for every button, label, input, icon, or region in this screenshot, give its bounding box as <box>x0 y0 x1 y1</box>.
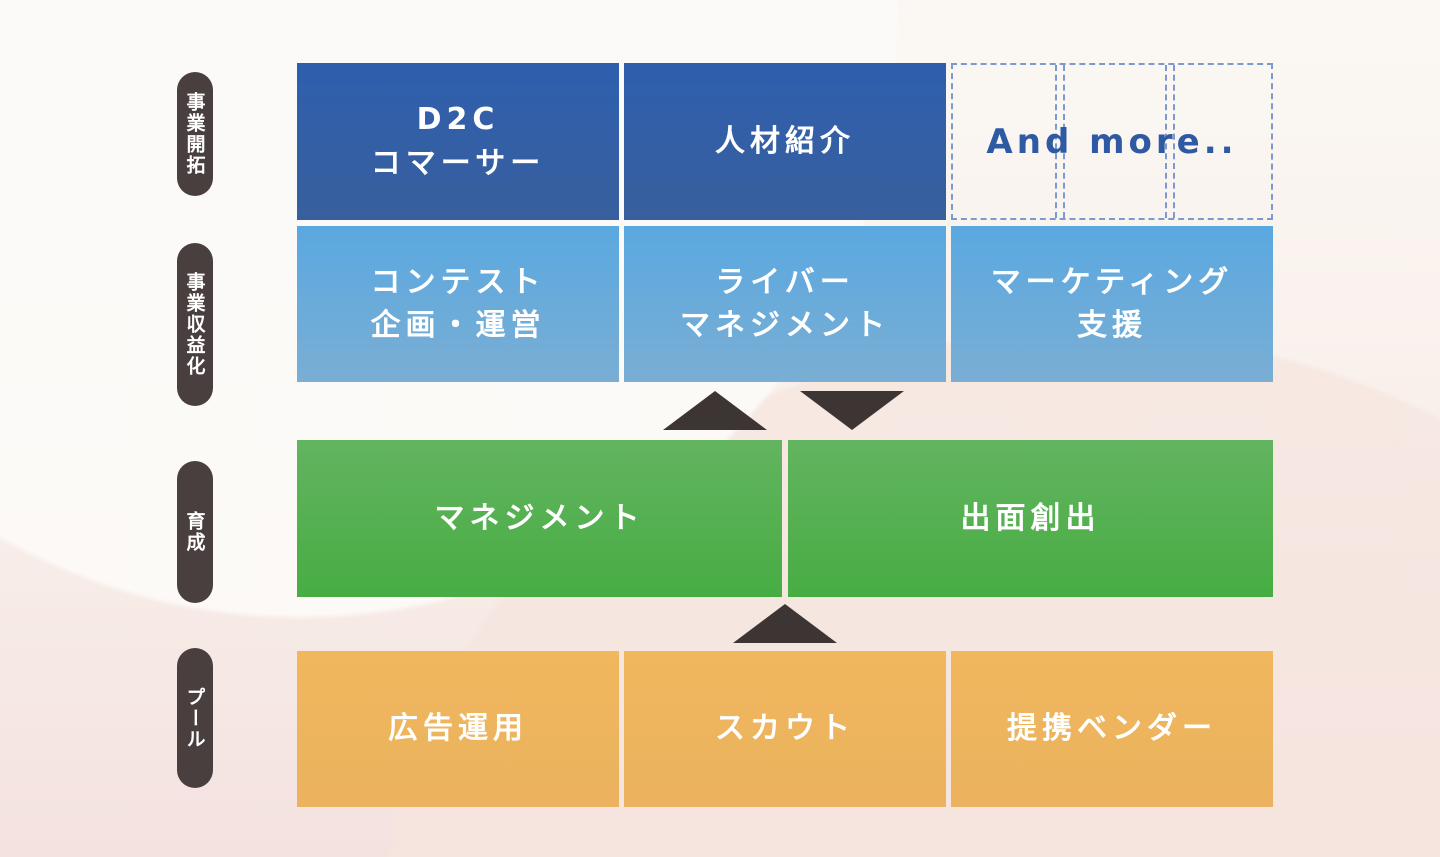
box-management: マネジメント <box>297 440 782 597</box>
arrow-up-icon <box>663 391 767 430</box>
label-monetization: 事業収益化 <box>177 243 213 406</box>
box-liver-management: ライバー マネジメント <box>624 226 946 382</box>
label-business-development: 事業開拓 <box>177 72 213 196</box>
box-marketing-support: マーケティング 支援 <box>951 226 1273 382</box>
arrow-up-icon <box>733 604 837 643</box>
box-ad-operation: 広告運用 <box>297 651 619 807</box>
dashed-divider <box>1165 65 1175 218</box>
box-partner-vendors: 提携ベンダー <box>951 651 1273 807</box>
arrow-down-icon <box>800 391 904 430</box>
box-scout: スカウト <box>624 651 946 807</box>
box-appearance-creation: 出面創出 <box>788 440 1273 597</box>
dashed-divider <box>1055 65 1065 218</box>
label-training: 育成 <box>177 461 213 603</box>
box-d2c-commerce: D2C コマーサー <box>297 63 619 220</box>
box-and-more: And more.. <box>951 63 1273 220</box>
and-more-text: And more.. <box>986 121 1238 162</box>
box-contest: コンテスト 企画・運営 <box>297 226 619 382</box>
label-pool: プール <box>177 648 213 788</box>
box-recruitment: 人材紹介 <box>624 63 946 220</box>
